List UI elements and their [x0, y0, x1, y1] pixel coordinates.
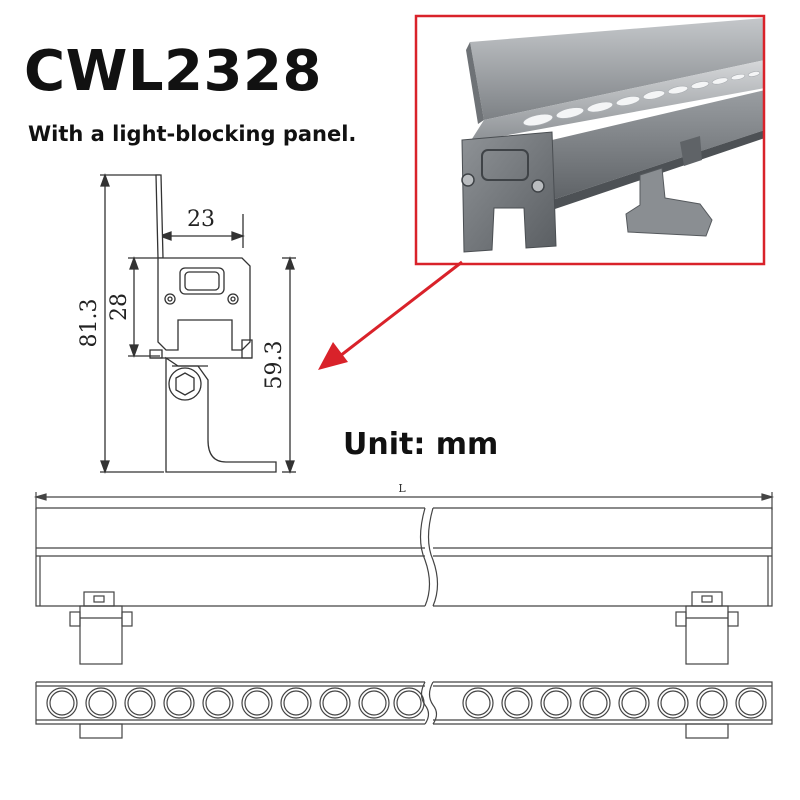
pointer-arrow [318, 260, 463, 370]
render-highlight-frame [414, 14, 766, 266]
dimension-mount-height: 59.3 [262, 341, 287, 390]
dimension-body-height: 28 [107, 293, 132, 321]
mount-bracket [625, 167, 713, 237]
led-lens [462, 687, 767, 719]
model-title: CWL2328 [24, 39, 322, 104]
led-row [522, 71, 761, 127]
top-view-drawing [35, 681, 773, 739]
screw-icon [531, 179, 545, 193]
panel-edge [466, 42, 484, 124]
light-blocking-panel [470, 18, 765, 120]
front-view-drawing [33, 492, 775, 665]
dimension-length: L [398, 482, 406, 495]
product-render [414, 14, 766, 266]
end-cap-recess [481, 149, 529, 181]
housing-side [552, 90, 765, 200]
led-lens [46, 687, 425, 719]
mount-clip [680, 136, 702, 166]
feature-caption: With a light-blocking panel. [28, 122, 357, 146]
screw-icon [461, 173, 475, 187]
unit-label: Unit: mm [343, 427, 499, 462]
end-cap [461, 131, 557, 253]
dimension-width: 23 [187, 207, 215, 232]
dimension-total-height: 81.3 [77, 299, 102, 348]
cross-section-drawing [100, 173, 296, 474]
